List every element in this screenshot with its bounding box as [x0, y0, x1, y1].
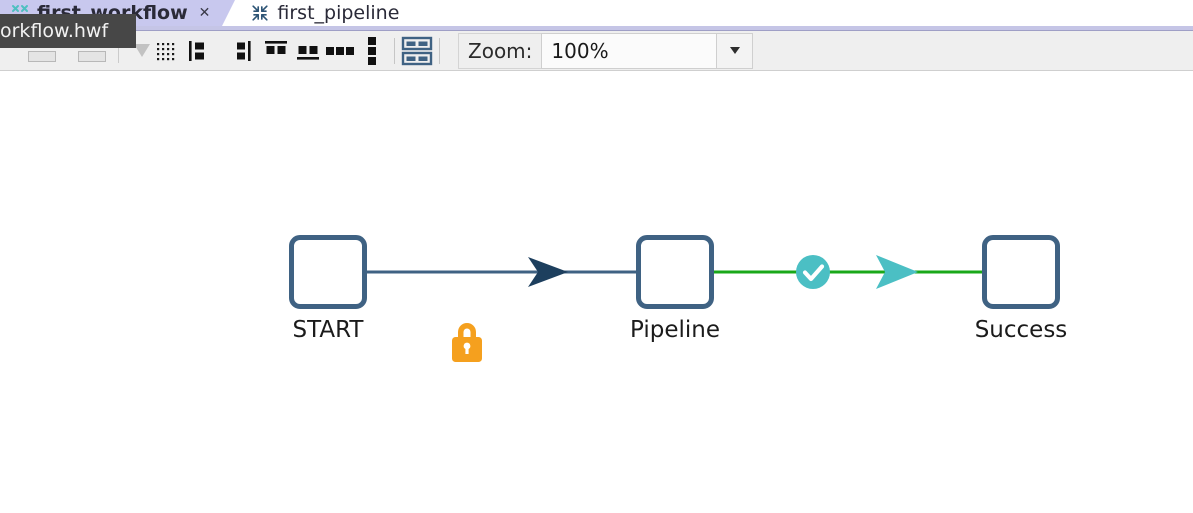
pipeline-converge-icon [252, 5, 269, 21]
snap-to-grid-button[interactable] [150, 34, 182, 68]
toolbar-group-grid [150, 31, 214, 71]
align-top-icon [265, 40, 287, 54]
toolbar-divider [118, 38, 119, 63]
node-label-pipeline: Pipeline [629, 317, 720, 343]
lock-icon[interactable] [452, 323, 482, 362]
snap-to-grid-icon [157, 42, 175, 60]
align-right-icon [237, 40, 251, 61]
grid-layout-icon [401, 36, 433, 65]
tab-first-pipeline[interactable]: first_pipeline [240, 0, 411, 26]
node-label-success: Success [974, 317, 1068, 343]
align-bottom-button[interactable] [292, 34, 324, 68]
toolbar-control-a[interactable] [28, 50, 56, 62]
canvas-toolbar: Zoom: 100% [0, 31, 1193, 71]
tab-close-icon[interactable]: ✕ [198, 5, 211, 21]
node-pipeline[interactable] [636, 235, 714, 309]
align-left-button[interactable] [182, 34, 214, 68]
toolbar-separator-2 [439, 37, 440, 64]
distribute-horizontally-button[interactable] [324, 34, 356, 68]
align-right-button[interactable] [228, 34, 260, 68]
hop-pipeline-success[interactable] [714, 255, 982, 289]
check-circle-icon[interactable] [796, 255, 830, 289]
zoom-control: Zoom: 100% [458, 32, 754, 69]
hop-start-pipeline[interactable] [367, 257, 636, 287]
align-left-icon [189, 40, 204, 61]
workflow-canvas[interactable]: START Pipeline Success [0, 71, 1193, 513]
distribute-horizontally-icon [326, 46, 354, 55]
zoom-dropdown-button[interactable] [717, 32, 754, 69]
zoom-label: Zoom: [458, 32, 542, 69]
toolbar-left-controls[interactable] [0, 31, 150, 71]
toolbar-overflow-chevron-icon[interactable] [134, 43, 150, 57]
toolbar-control-b[interactable] [78, 50, 106, 62]
editor-tab-bar: first_workflow ✕ first_pipeline [0, 0, 1193, 26]
distribute-vertically-button[interactable] [356, 34, 388, 68]
node-label-start: START [292, 317, 364, 343]
align-bottom-icon [297, 45, 319, 60]
grid-layout-button[interactable] [401, 34, 433, 68]
node-start[interactable] [289, 235, 367, 309]
node-success[interactable] [982, 235, 1060, 309]
align-top-button[interactable] [260, 34, 292, 68]
zoom-value-input[interactable]: 100% [541, 32, 718, 69]
toolbar-group-align [228, 31, 388, 71]
tab-bar-underline [0, 26, 1193, 31]
workflow-icon [12, 5, 28, 12]
toolbar-separator [394, 37, 395, 64]
toolbar-group-layout [401, 31, 433, 71]
file-path-tooltip: orkflow.hwf [0, 14, 136, 48]
chevron-down-icon [729, 47, 740, 54]
distribute-vertically-icon [368, 36, 376, 65]
tab-label: first_pipeline [277, 2, 400, 24]
